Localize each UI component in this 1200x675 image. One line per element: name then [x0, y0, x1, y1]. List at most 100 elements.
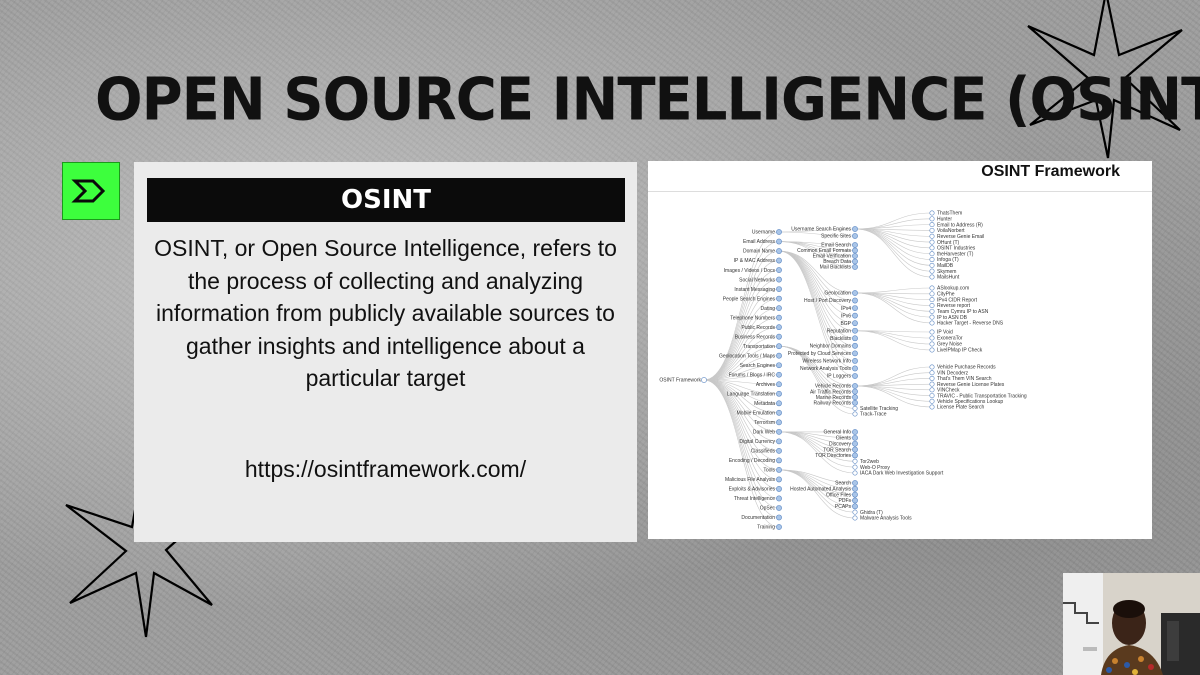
tree-category-label: Geolocation Tools / Maps	[719, 353, 776, 359]
tree-leaf-node	[929, 297, 935, 303]
tree-category-label: Email Address	[743, 239, 775, 245]
tree-leaf-node	[929, 274, 935, 280]
tree-leaf-label: Reverse Genie License Plates	[937, 382, 1005, 388]
tree-leaf-node	[929, 227, 935, 233]
tree-category-label: Search Engines	[740, 363, 776, 369]
tree-category-label: Transportation	[743, 344, 775, 350]
tree-subgroup-node	[852, 233, 858, 239]
tree-leaf-label: MailsHunt	[937, 275, 960, 281]
tree-link	[703, 326, 780, 381]
tree-category-label: Threat Intelligence	[734, 496, 775, 502]
tree-leaf-node	[929, 387, 935, 393]
tree-category-node	[776, 524, 782, 530]
tree-category-node	[776, 343, 782, 350]
tree-subgroup-label: Host / Port Discovery	[804, 298, 851, 304]
tree-leaf-label: Email to Address (R)	[937, 222, 983, 228]
tree-leaf-label: OHunt (T)	[937, 240, 960, 246]
tree-category-label: Documentation	[741, 515, 775, 521]
tree-subgroup-label: IPv4	[841, 306, 851, 312]
tree-link	[703, 279, 780, 381]
tree-subgroup-label: Username Search Engines	[791, 227, 851, 233]
tree-category-label: Malicious File Analysis	[725, 477, 776, 483]
tree-subgroup-label: TOR Search	[823, 447, 851, 453]
tree-subgroup-label: Reputation	[827, 328, 851, 334]
tree-link	[854, 228, 933, 260]
tree-subgroup-label: Marine Records	[816, 395, 852, 401]
tree-subgroup-node	[852, 411, 858, 417]
tree-link	[778, 431, 856, 474]
tree-subgroup-label: Network Analysis Tools	[800, 366, 852, 372]
tree-link	[703, 231, 780, 381]
tree-subgroup-label: BGP	[840, 321, 851, 327]
tree-category-label: Instant Messaging	[734, 287, 775, 293]
tree-subgroup-label: Web-O Proxy	[860, 465, 890, 471]
tree-category-label: Public Records	[741, 325, 775, 331]
tree-leaf-node	[929, 370, 935, 376]
tree-leaf-node	[929, 335, 935, 341]
tree-subgroup-label: Specific Sites	[821, 234, 852, 240]
tree-leaf-node	[929, 347, 935, 353]
tree-leaf-node	[929, 257, 935, 263]
tree-leaf-label: Reverse Genie Email	[937, 234, 984, 240]
tree-category-label: Mobile Emulation	[737, 411, 776, 417]
tree-root-node	[701, 377, 707, 383]
tree-leaf-node	[929, 239, 935, 245]
tree-subgroup-node	[852, 327, 858, 334]
tree-leaf-label: IP to ASN DB	[937, 315, 968, 321]
tree-leaf-label: ASlookup.com	[937, 286, 969, 292]
tree-leaf-label: Hunter	[937, 217, 952, 223]
tree-category-label: OpSec	[760, 506, 776, 512]
tree-category-node	[776, 400, 782, 407]
tree-category-label: Business Records	[735, 334, 776, 340]
tree-subgroup-node	[852, 335, 858, 342]
tree-category-node	[776, 371, 782, 378]
tree-link	[854, 228, 933, 249]
tree-subgroup-node	[852, 503, 858, 510]
tree-subgroup-label: Email Verification	[813, 254, 852, 260]
tree-subgroup-node	[852, 515, 858, 521]
tree-subgroup-node	[852, 342, 858, 349]
tree-leaf-node	[929, 251, 935, 257]
framework-url[interactable]: https://osintframework.com/	[244, 456, 527, 482]
tree-subgroup-label: Office Files	[826, 492, 851, 498]
tree-category-node	[776, 295, 782, 302]
tree-leaf-label: VINCheck	[937, 388, 960, 394]
tree-category-node	[776, 409, 782, 416]
tree-category-node	[776, 447, 782, 454]
tree-leaf-node	[929, 291, 935, 297]
tree-category-node	[776, 238, 782, 245]
tree-subgroup-label: PCAPs	[835, 504, 852, 510]
tree-link	[778, 231, 856, 237]
tree-leaf-label: Grey Noise	[937, 342, 962, 348]
tree-subgroup-node	[852, 394, 858, 401]
tree-subgroup-node	[852, 480, 858, 486]
card-heading: OSINT	[147, 178, 625, 222]
tree-subgroup-node	[852, 226, 858, 232]
tree-link	[703, 241, 780, 381]
framework-divider	[648, 191, 1152, 192]
tree-link	[703, 345, 780, 381]
tree-category-label: Digital Currency	[739, 439, 775, 445]
tree-leaf-node	[929, 329, 935, 335]
tree-link	[703, 288, 780, 381]
presenter-video	[1063, 573, 1200, 675]
tree-link	[778, 345, 856, 415]
tree-category-node	[776, 505, 782, 511]
tree-category-label: Exploits & Advisories	[729, 487, 776, 493]
tree-category-label: Social Networks	[739, 277, 775, 283]
card-description: OSINT, or Open Source Intelligence, refe…	[154, 235, 617, 391]
tree-subgroup-node	[852, 358, 858, 364]
tree-subgroup-label: IPv6	[841, 313, 851, 319]
tree-leaf-node	[929, 404, 935, 410]
tree-subgroup-label: Breach Data	[823, 259, 851, 265]
tree-subgroup-label: Satellite Tracking	[860, 406, 898, 412]
tree-leaf-node	[929, 216, 935, 222]
tree-subgroup-node	[852, 440, 858, 447]
tree-leaf-label: VoilaNorbert	[937, 228, 965, 234]
tree-leaf-node	[929, 381, 935, 387]
tree-category-label: Dating	[761, 306, 776, 312]
tree-subgroup-node	[852, 388, 858, 395]
tree-leaf-node	[929, 233, 935, 239]
